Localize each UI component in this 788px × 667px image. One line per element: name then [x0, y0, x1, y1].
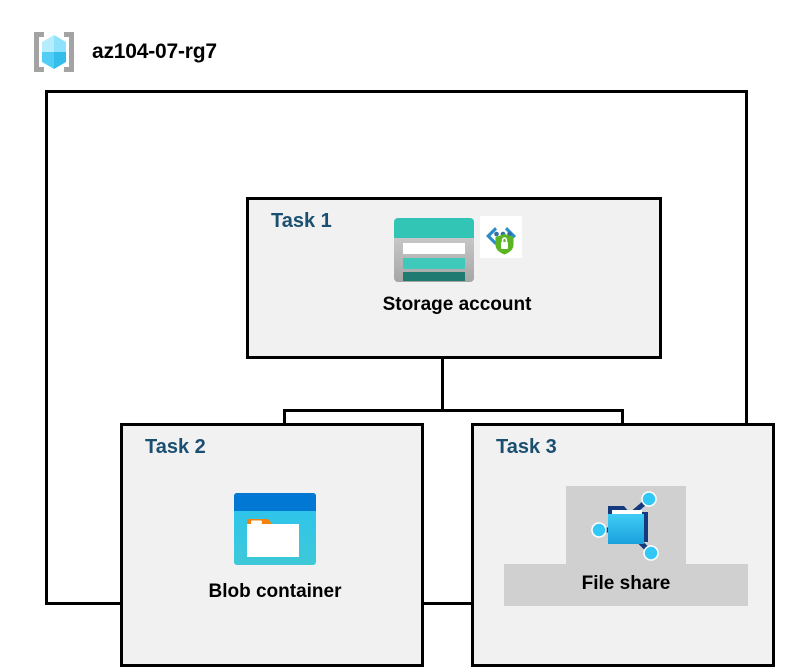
task-2-label: Task 2 — [145, 436, 206, 458]
task-3-label: Task 3 — [496, 436, 557, 458]
resource-group-title: az104-07-rg7 — [92, 40, 217, 63]
file-share-icon-plate — [566, 486, 686, 564]
task-2-box: Task 2 — [120, 423, 424, 667]
file-share-node: File share — [504, 486, 748, 606]
blob-container-icon — [232, 491, 318, 567]
file-share-caption-plate: File share — [504, 564, 748, 606]
task-1-box: Task 1 — [246, 197, 662, 359]
resource-group-icon — [28, 26, 80, 78]
storage-account-node: Storage account — [383, 216, 531, 316]
connector-horizontal-bar — [283, 409, 624, 412]
blob-container-caption: Blob container — [208, 581, 342, 602]
connector-trunk-vertical — [441, 359, 444, 411]
task-1-label: Task 1 — [271, 210, 332, 232]
security-shield-lock-icon — [480, 216, 522, 258]
task-3-box: Task 3 — [471, 423, 775, 667]
resource-group-container: Task 1 — [45, 90, 775, 667]
resource-group-header: az104-07-rg7 — [28, 26, 217, 78]
storage-account-caption: Storage account — [382, 294, 532, 315]
blob-container-node: Blob container — [173, 491, 377, 603]
file-share-caption: File share — [581, 573, 671, 594]
storage-account-icon — [392, 216, 476, 284]
file-share-icon — [588, 490, 664, 562]
